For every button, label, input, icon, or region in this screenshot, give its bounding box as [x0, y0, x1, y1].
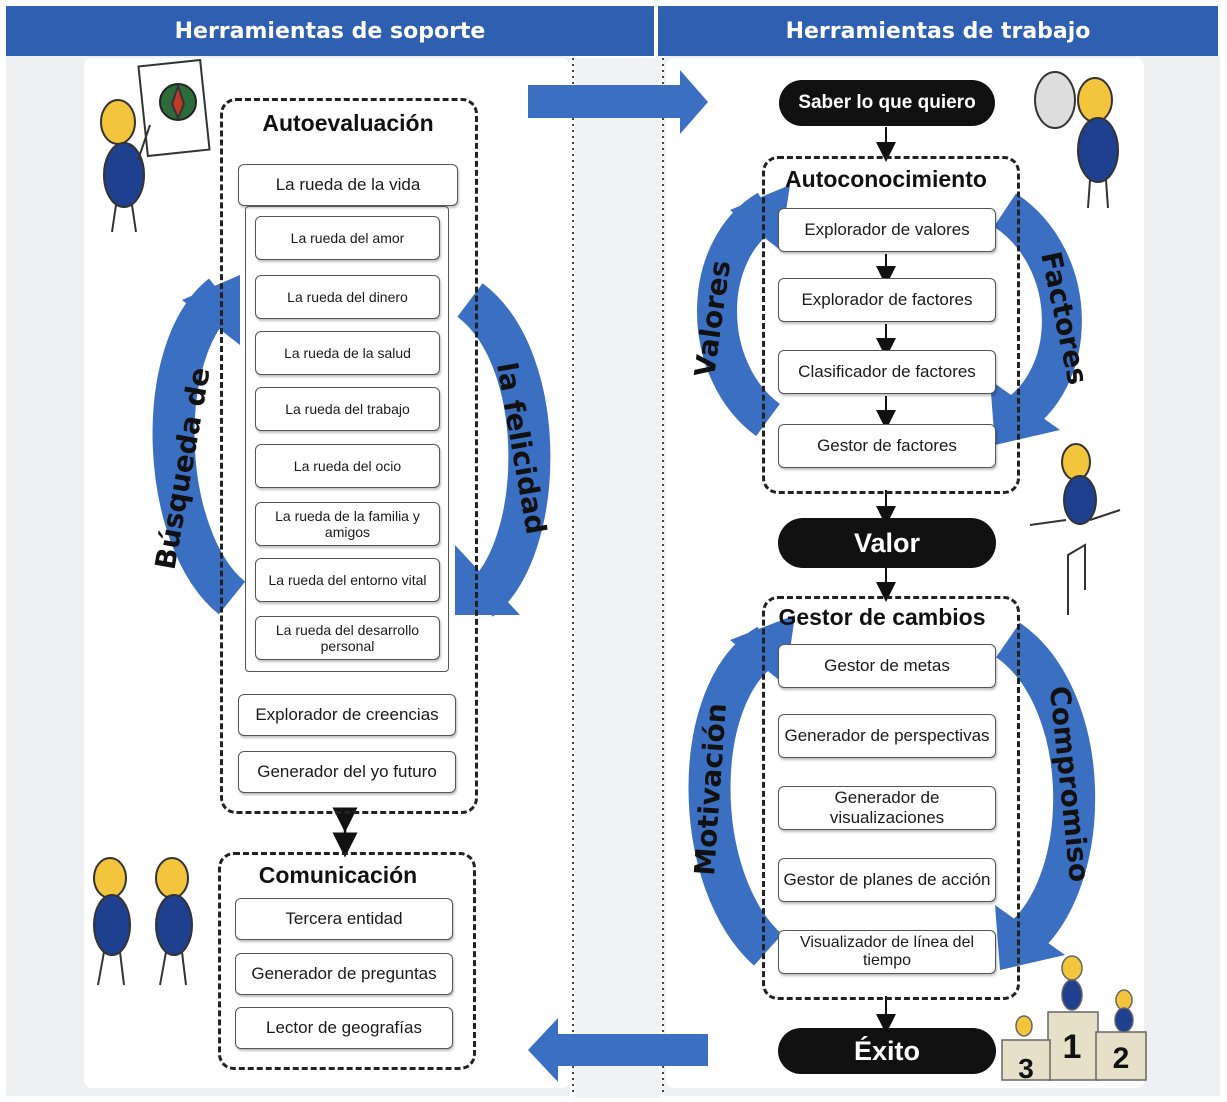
- wheel-item[interactable]: La rueda de la familia y amigos: [255, 502, 440, 546]
- autoconocimiento-title: Autoconocimiento: [785, 166, 987, 192]
- autoconocimiento-item[interactable]: Explorador de valores: [778, 208, 996, 252]
- autoconocimiento-item[interactable]: Gestor de factores: [778, 424, 996, 468]
- wheel-of-life[interactable]: La rueda de la vida: [238, 164, 458, 206]
- gestor-item[interactable]: Generador de perspectivas: [778, 714, 996, 758]
- comunicacion-item[interactable]: Generador de preguntas: [235, 953, 453, 995]
- start-pill[interactable]: Saber lo que quiero: [779, 80, 995, 126]
- autoconocimiento-item[interactable]: Explorador de factores: [778, 278, 996, 322]
- autoevaluacion-title: Autoevaluación: [262, 110, 434, 136]
- figure-jumping: [1029, 443, 1121, 615]
- gestor-item[interactable]: Generador de visualizaciones: [778, 786, 996, 830]
- autoconocimiento-item[interactable]: Clasificador de factores: [778, 350, 996, 394]
- comunicacion-item[interactable]: Tercera entidad: [235, 898, 453, 940]
- compromiso-arrowhead: [995, 905, 1065, 970]
- podium-third: 3: [1018, 1053, 1034, 1084]
- header-right-label: Herramientas de trabajo: [785, 18, 1091, 44]
- header-left-label: Herramientas de soporte: [174, 18, 486, 44]
- wheel-item[interactable]: La rueda del entorno vital: [255, 558, 440, 602]
- motivacion-arc: [688, 626, 783, 966]
- arrow-left-icon: [528, 1018, 708, 1082]
- gestor-item[interactable]: Visualizador de línea del tiempo: [778, 930, 996, 974]
- arrow-right-icon: [528, 70, 708, 134]
- factores-arrowhead: [990, 380, 1060, 445]
- cycle-right-arc: [456, 283, 551, 617]
- gestor-cambios-group: [762, 596, 1020, 1000]
- exito-pill[interactable]: Éxito: [778, 1028, 996, 1074]
- comunicacion-group: [218, 852, 476, 1070]
- cycle-left-arc: [152, 278, 247, 615]
- wheel-item[interactable]: La rueda del amor: [255, 216, 440, 260]
- valor-pill[interactable]: Valor: [778, 518, 996, 568]
- wheel-item[interactable]: La rueda del dinero: [255, 275, 440, 319]
- figures-pair: [93, 857, 193, 986]
- factores-arc: [993, 193, 1082, 438]
- header-left: Herramientas de soporte: [6, 6, 654, 56]
- autoconocimiento-group: [762, 156, 1020, 494]
- comunicacion-item[interactable]: Lector de geografías: [235, 1007, 453, 1049]
- wheels-container: [245, 206, 449, 672]
- comunicacion-title: Comunicación: [258, 862, 418, 888]
- valores-arc: [697, 192, 781, 437]
- gestor-item[interactable]: Gestor de planes de acción: [778, 858, 996, 902]
- figure-mirror: [1034, 71, 1119, 209]
- gestor-cambios-title: Gestor de cambios: [778, 604, 986, 630]
- wheel-item[interactable]: La rueda del ocio: [255, 444, 440, 488]
- generador-yo-futuro[interactable]: Generador del yo futuro: [238, 751, 456, 793]
- podium-first: 1: [1063, 1028, 1082, 1066]
- wheel-item[interactable]: La rueda de la salud: [255, 331, 440, 375]
- compromiso-arc: [995, 622, 1096, 963]
- explorador-creencias[interactable]: Explorador de creencias: [238, 694, 456, 736]
- podium-second: 2: [1113, 1042, 1130, 1075]
- podium-icon: [1001, 955, 1147, 1081]
- cycle-left-arrowhead: [182, 275, 240, 345]
- gestor-item[interactable]: Gestor de metas: [778, 644, 996, 688]
- valores-arrowhead: [730, 185, 790, 250]
- autoevaluacion-group: [220, 98, 478, 814]
- figure-compass: [100, 58, 211, 233]
- cycle-right-arrowhead: [455, 545, 520, 615]
- header-right: Herramientas de trabajo: [658, 6, 1218, 56]
- wheel-item[interactable]: La rueda del desarrollo personal: [255, 616, 440, 660]
- wheel-item[interactable]: La rueda del trabajo: [255, 387, 440, 431]
